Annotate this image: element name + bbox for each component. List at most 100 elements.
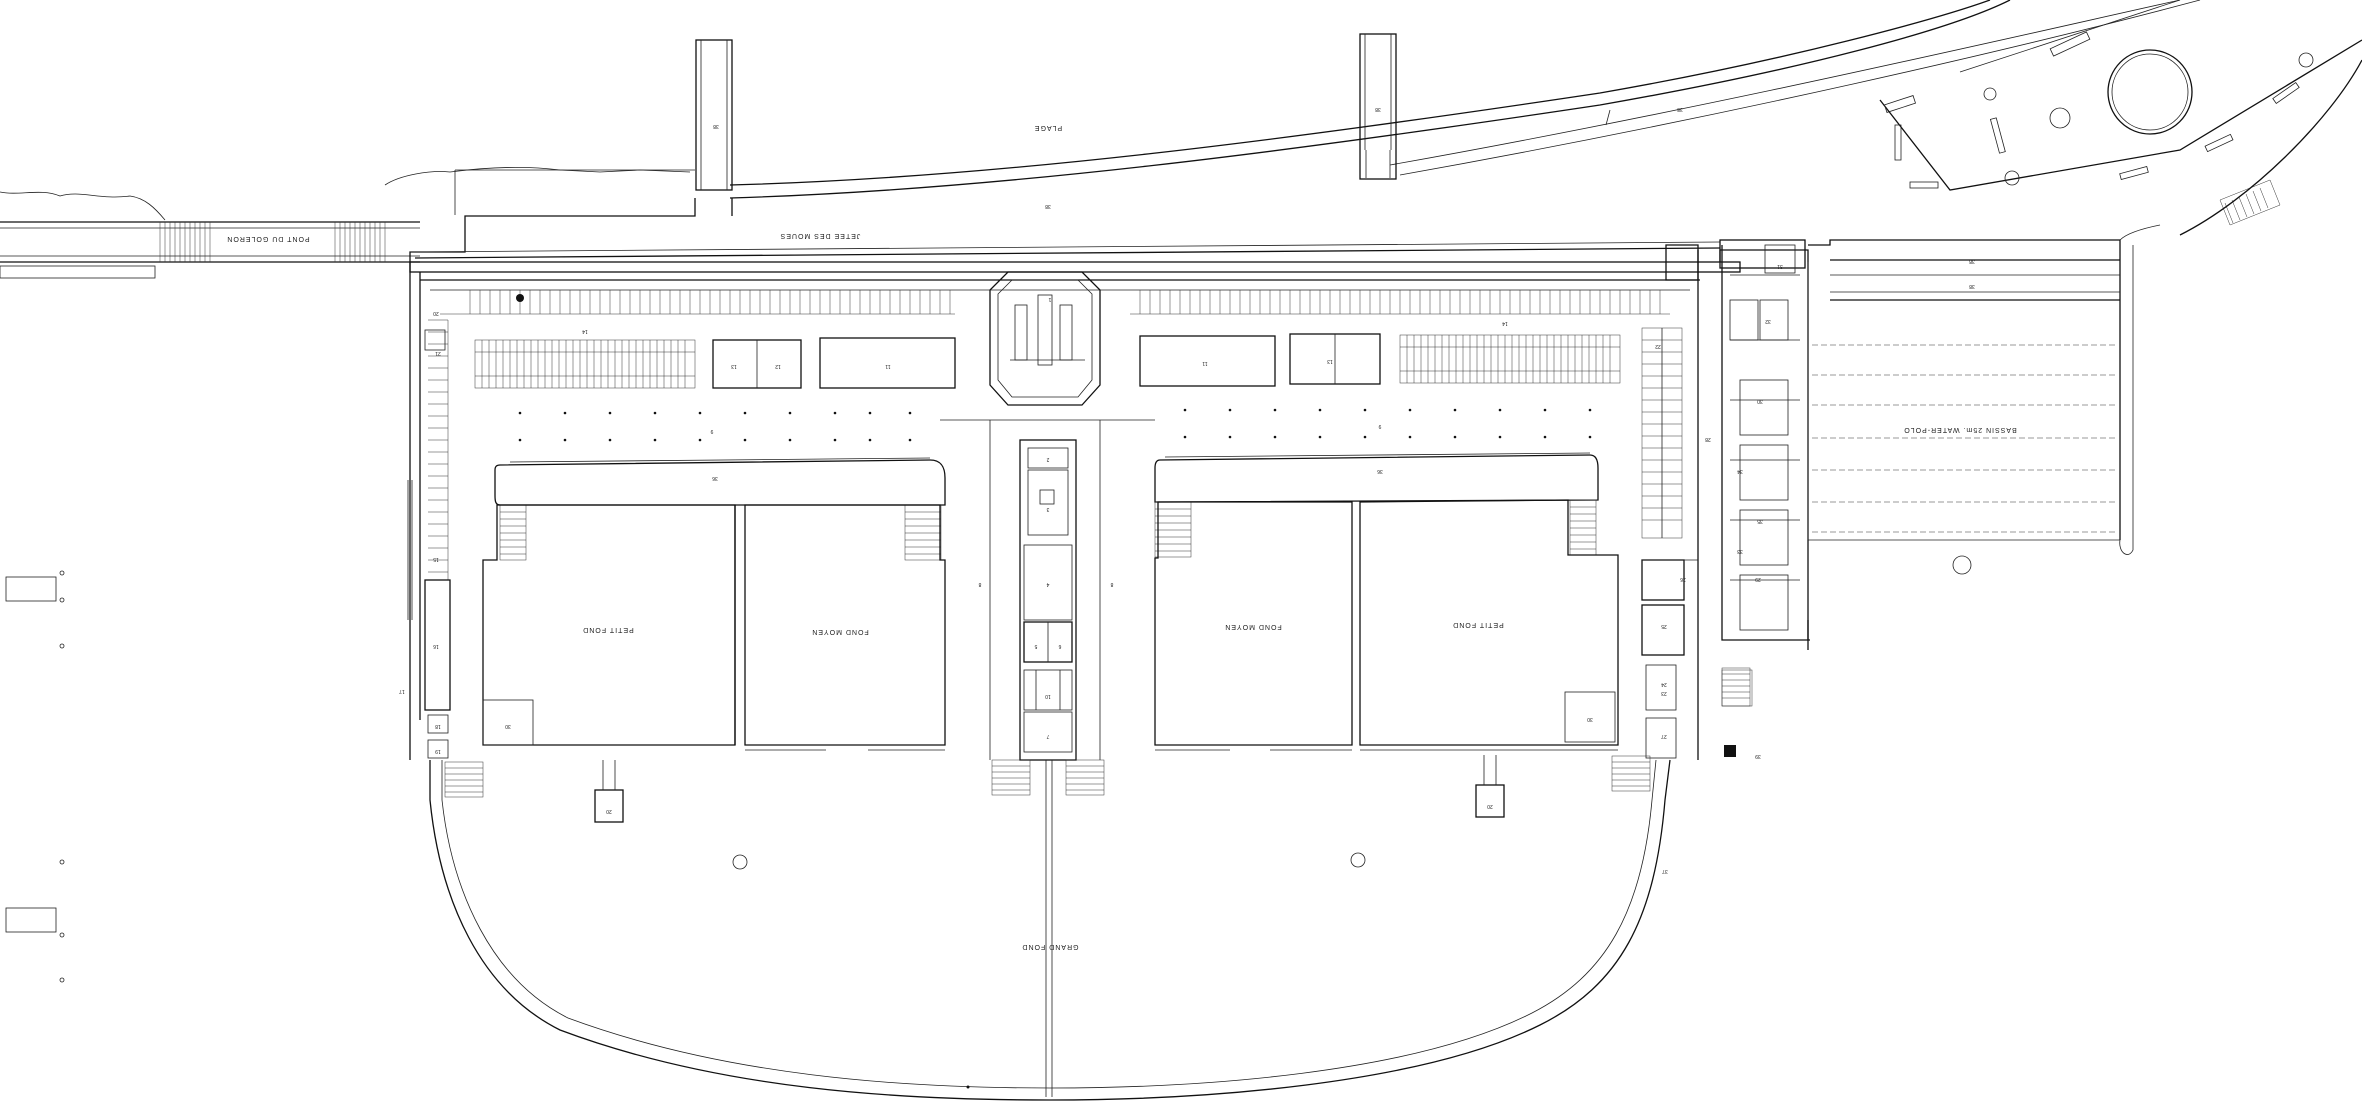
num-13-a: 13	[731, 363, 737, 369]
num-15: 15	[433, 556, 439, 562]
num-38-promenade: 38	[1045, 203, 1051, 209]
num-28: 28	[1705, 436, 1711, 442]
label-bassin: BASSIN 25m. WATER-POLO	[1903, 426, 2016, 433]
num-14-left: 14	[582, 328, 588, 334]
grand-fond-pool	[429, 759, 1671, 1101]
diving-left	[594, 760, 624, 823]
num-20-dive-right: 20	[1487, 803, 1493, 809]
jetty	[409, 169, 1721, 262]
num-30: 30	[1757, 398, 1763, 404]
pier-right	[1359, 33, 1397, 180]
num-20-dive-left: 20	[606, 808, 612, 814]
pool-petit-fond-left	[482, 504, 736, 746]
num-23: 23	[1661, 690, 1667, 696]
plaza-top-right	[1879, 0, 2362, 236]
num-6: 6	[1058, 643, 1061, 649]
stairs-grand-fond	[444, 755, 1651, 798]
num-22: 22	[1655, 343, 1661, 349]
room-numbers: 38 38 38 38 38 38 14 14 13 12 11 11 13 9…	[399, 106, 1975, 874]
num-38-basin2: 38	[1969, 283, 1975, 289]
num-38-basin: 38	[1969, 258, 1975, 264]
num-9-right: 9	[1378, 423, 1381, 429]
label-pont: PONT DU GOLERON	[226, 235, 309, 242]
pool-fond-moyen-right	[1154, 501, 1353, 751]
central-spine	[940, 419, 1155, 761]
pool-petit-fond-right	[1359, 499, 1619, 751]
num-39: 39	[1755, 753, 1761, 759]
num-18: 18	[435, 723, 441, 729]
num-4: 4	[1046, 581, 1049, 587]
num-38-promenade2: 38	[1677, 106, 1683, 112]
num-19: 19	[435, 748, 441, 754]
cabins	[1719, 239, 1808, 641]
num-25: 25	[1661, 623, 1667, 629]
num-20: 20	[433, 310, 439, 316]
right-rooms	[1641, 250, 1751, 760]
num-5: 5	[1034, 643, 1037, 649]
terrace-left	[494, 457, 946, 506]
num-34: 34	[1737, 468, 1743, 474]
label-petit-fond-left: PETIT FOND	[582, 626, 633, 633]
num-35: 35	[1757, 518, 1763, 524]
num-11-a: 11	[885, 363, 890, 369]
label-fond-moyen-left: FOND MOYEN	[811, 628, 868, 635]
num-16: 16	[433, 643, 439, 649]
beach-promenade	[729, 0, 2201, 199]
num-33: 33	[1737, 548, 1743, 554]
num-11-b: 11	[1202, 360, 1207, 366]
label-fond-moyen-right: FOND MOYEN	[1224, 623, 1281, 630]
num-17: 17	[399, 688, 405, 694]
num-7: 7	[1046, 733, 1049, 739]
terrace-right	[1154, 452, 1599, 503]
bleachers-left	[474, 339, 696, 389]
num-24: 24	[1661, 681, 1667, 687]
num-3: 3	[1046, 506, 1049, 512]
num-13-b: 13	[1327, 358, 1333, 364]
labels: PLAGE JETEE DES MOUES PONT DU GOLERON GR…	[226, 124, 2016, 950]
column-dots	[516, 294, 1592, 442]
water-polo-basin	[1807, 224, 2161, 650]
building-outline	[409, 224, 2161, 823]
seating-right	[1130, 290, 1670, 315]
steps-lower-right	[1721, 669, 1753, 707]
num-21: 21	[435, 350, 441, 356]
num-31: 31	[1777, 263, 1783, 269]
pool-fond-moyen-left	[744, 504, 946, 751]
num-29: 29	[1755, 576, 1761, 582]
num-14-right: 14	[1502, 320, 1508, 326]
num-8-right: 8	[1110, 581, 1113, 587]
seating-right-vertical	[1641, 327, 1683, 539]
bridge	[0, 166, 691, 279]
num-9-left: 9	[710, 428, 713, 434]
num-12-a: 12	[775, 363, 781, 369]
label-petit-fond-right: PETIT FOND	[1452, 621, 1503, 628]
rooms-top-row	[712, 333, 1381, 389]
num-2: 2	[1046, 456, 1049, 462]
label-plage: PLAGE	[1034, 124, 1062, 131]
num-32: 32	[1765, 318, 1771, 324]
num-30-pool-left: 30	[505, 723, 511, 729]
seating-left	[440, 290, 955, 315]
num-30-pool-right: 30	[1587, 716, 1593, 722]
num-37: 37	[1662, 868, 1668, 874]
num-10: 10	[1045, 693, 1051, 699]
left-margin-marks	[5, 480, 413, 983]
num-38-pier: 38	[713, 123, 719, 129]
bleachers-right	[1399, 334, 1621, 384]
central-tower	[989, 271, 1101, 406]
num-26: 26	[1680, 576, 1686, 582]
label-jetee: JETEE DES MOUES	[780, 232, 861, 239]
num-8-left: 8	[978, 581, 981, 587]
num-1: 1	[1048, 296, 1051, 302]
diving-right	[1475, 755, 1505, 818]
seating-left-vertical	[428, 319, 449, 580]
left-rooms	[424, 329, 451, 759]
num-27: 27	[1661, 733, 1667, 739]
num-38-pier2: 38	[1375, 106, 1381, 112]
num-36-left: 36	[712, 475, 718, 481]
label-grand-fond: GRAND FOND	[1021, 943, 1078, 950]
terrace-stairs	[499, 499, 1597, 561]
pier-left	[695, 39, 733, 191]
num-36-right: 36	[1377, 468, 1383, 474]
